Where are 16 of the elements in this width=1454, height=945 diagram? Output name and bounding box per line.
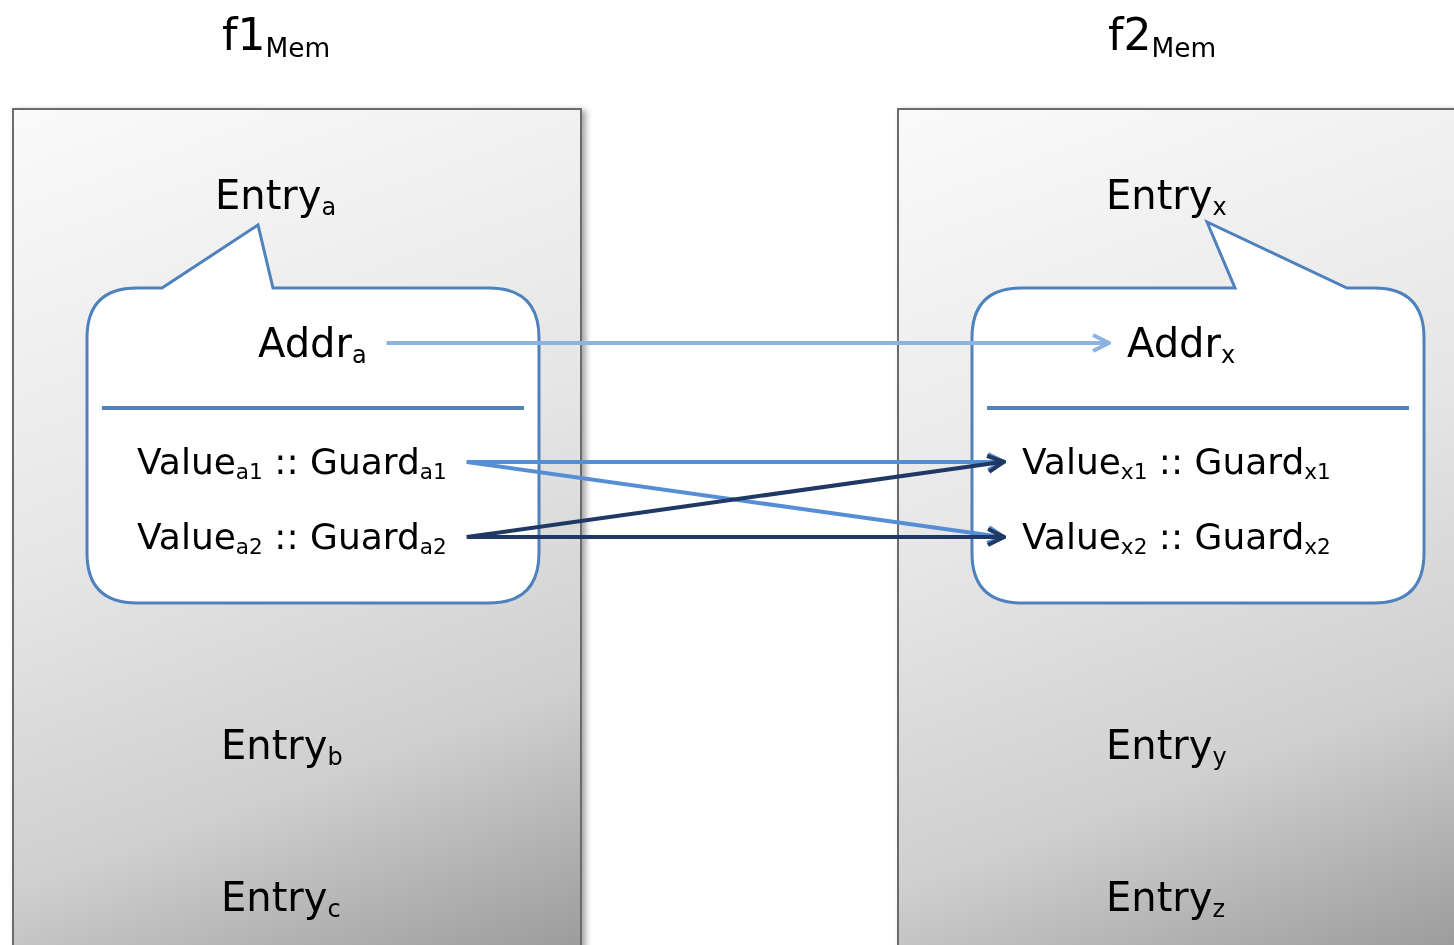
address-label: Addr$_{a}$ xyxy=(258,318,367,368)
value-guard-label: Value$_{a1}$ :: Guard$_{a1}$ xyxy=(137,437,447,487)
arrow xyxy=(386,333,1111,353)
panel-title: f1$_{Mem}$ xyxy=(222,10,331,60)
address-label: Addr$_{x}$ xyxy=(1127,318,1236,368)
value-guard-label: Value$_{x2}$ :: Guard$_{x2}$ xyxy=(1022,512,1331,562)
entry-label: Entry$_{b}$ xyxy=(221,720,343,770)
entry-label: Entry$_{x}$ xyxy=(1106,170,1227,220)
value-guard-label: Value$_{x1}$ :: Guard$_{x1}$ xyxy=(1022,437,1331,487)
entry-label: Entry$_{y}$ xyxy=(1106,720,1227,770)
entry-label: Entry$_{z}$ xyxy=(1106,872,1226,922)
arrow xyxy=(466,527,1006,547)
value-guard-label: Value$_{a2}$ :: Guard$_{a2}$ xyxy=(137,512,447,562)
entry-label: Entry$_{c}$ xyxy=(221,872,341,922)
panel-title: f2$_{Mem}$ xyxy=(1108,10,1217,60)
entry-label: Entry$_{a}$ xyxy=(215,170,337,220)
